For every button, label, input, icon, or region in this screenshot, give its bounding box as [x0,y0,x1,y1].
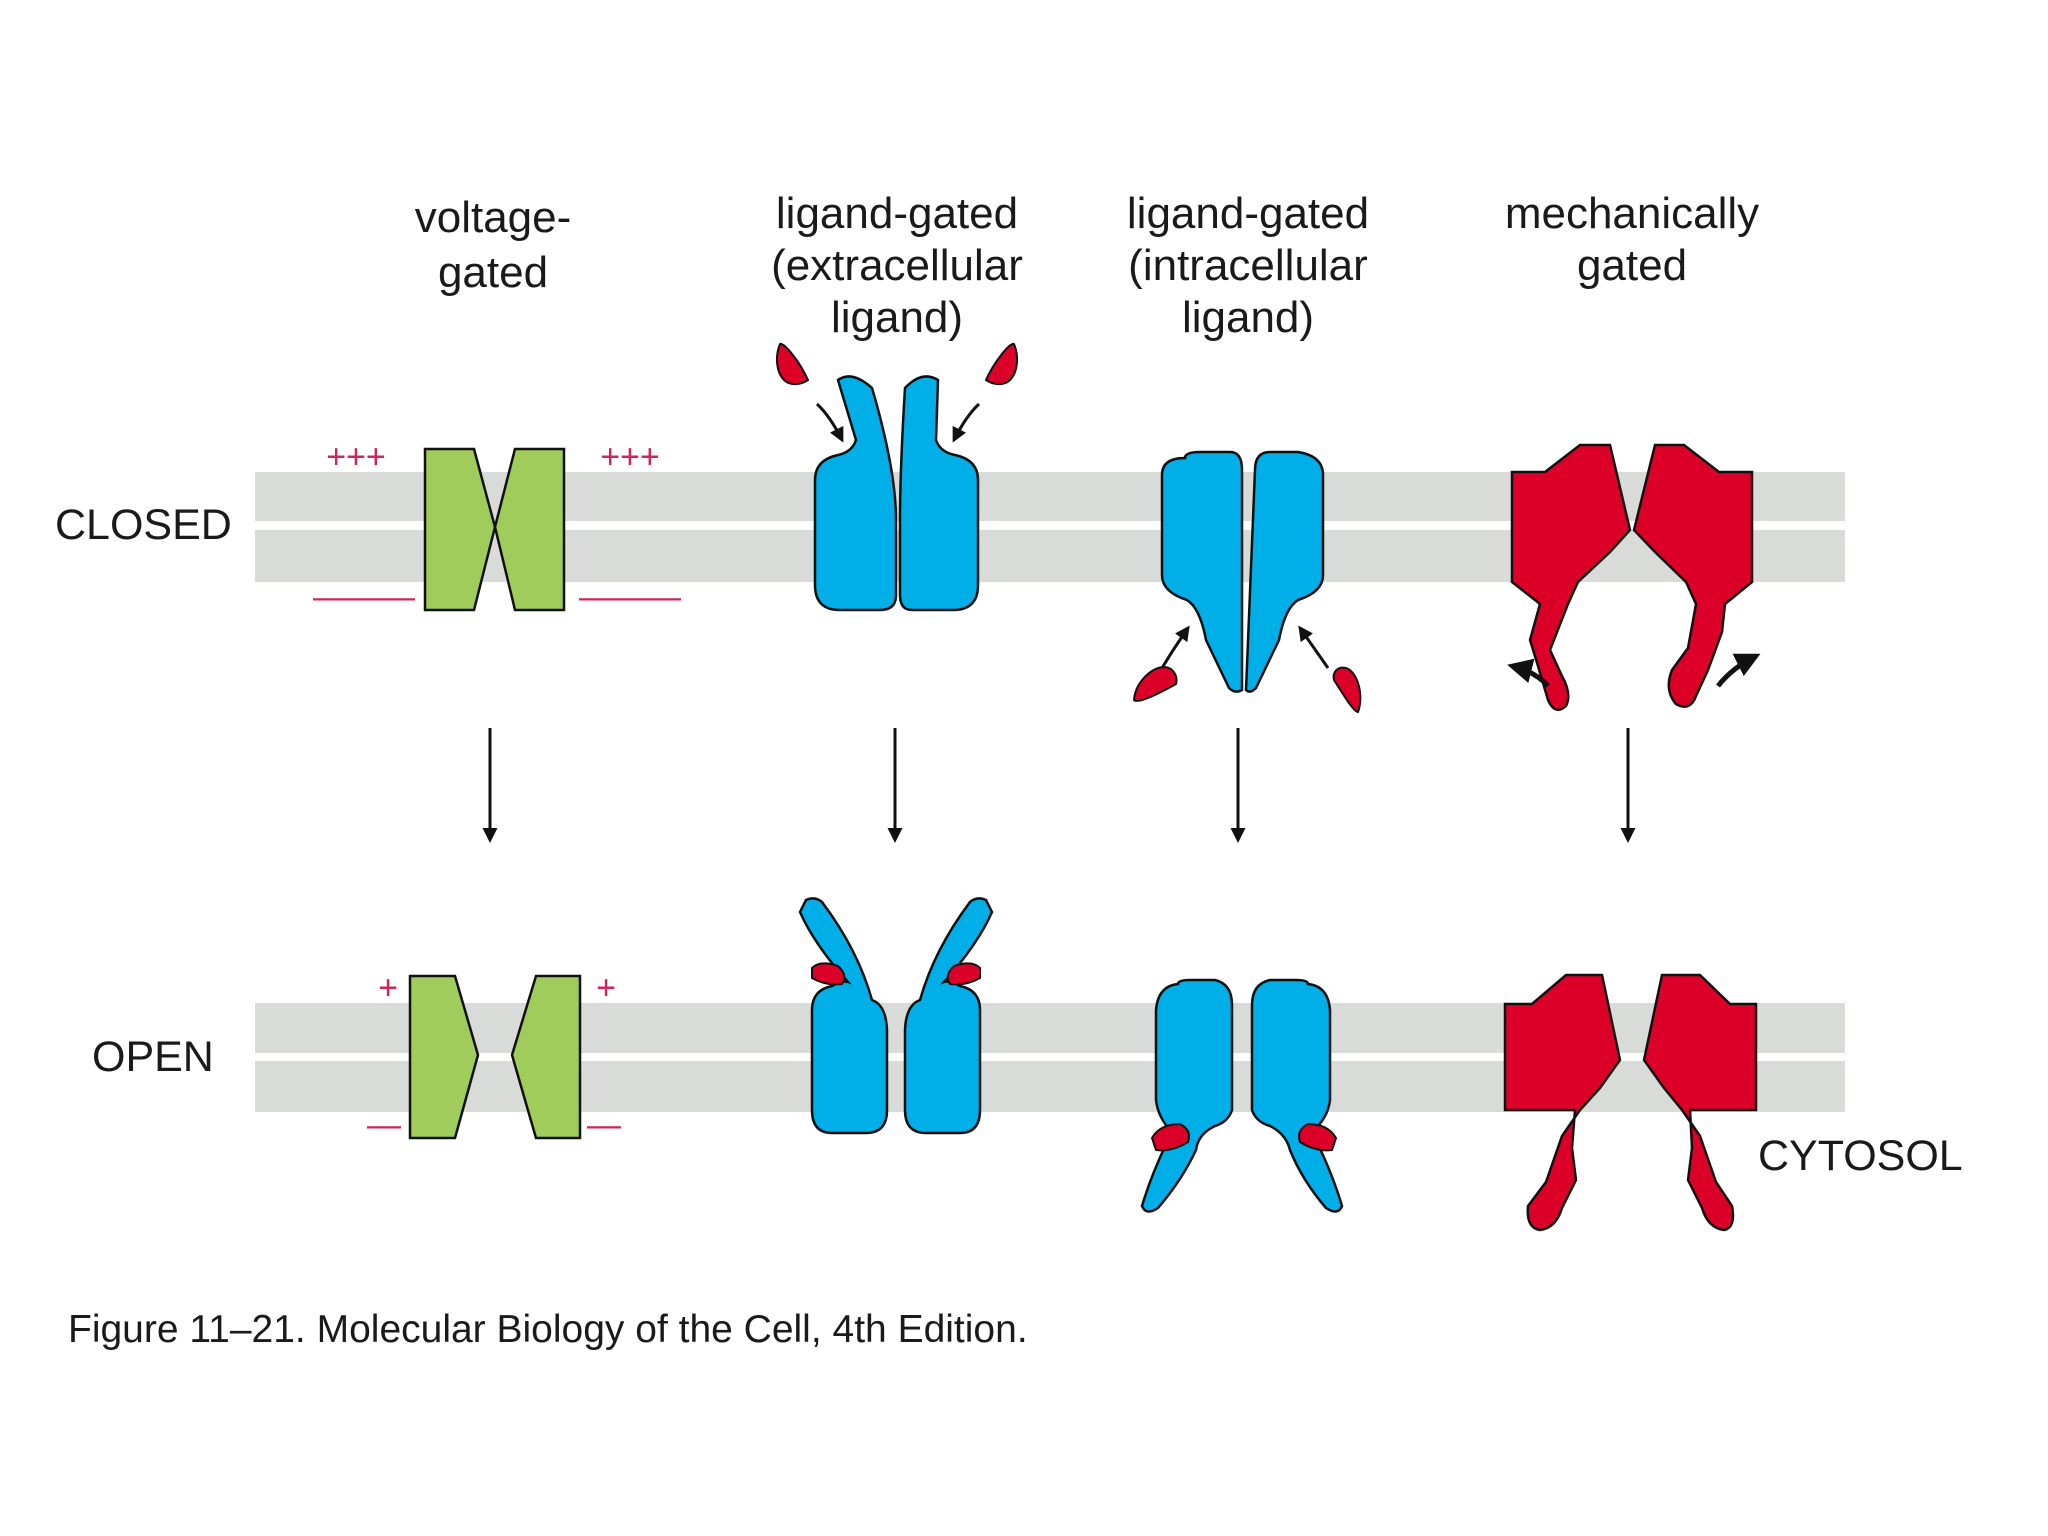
ligand-drop-icon [1332,666,1362,714]
row-label-closed: CLOSED [55,501,232,549]
channel-subunit-right [1250,978,1344,1213]
column-title-line: voltage- [415,193,572,242]
channel-subunit-right [493,447,566,612]
column-title-line: (intracellular [1128,241,1368,290]
ligand-drop-icon [1150,1122,1190,1152]
positive-charge: + [378,969,398,1007]
channel-subunit-right [1642,973,1758,1232]
voltage-gated-channel-open: + + — — [367,969,621,1144]
ligand-gated-intracellular-channel-open [1140,978,1344,1213]
column-title-line: gated [1577,241,1687,290]
column-title-line: ligand) [1182,293,1314,342]
channel-subunit-left [798,897,889,1135]
channel-subunit-right [510,974,582,1140]
cytosol-label: CYTOSOL [1758,1132,1963,1180]
curved-arrow-icon [1716,653,1761,688]
channel-subunit-right [898,375,980,612]
mechanically-gated-channel-open [1503,973,1758,1232]
positive-charge: + [596,969,616,1007]
negative-charges: ——— [579,578,681,616]
curved-arrow-icon [815,402,844,443]
ligand-drop-icon [1298,1122,1338,1152]
figure-caption: Figure 11–21. Molecular Biology of the C… [68,1308,1028,1351]
ligand-drop-icon [775,343,810,386]
channel-subunit-left [1160,450,1244,693]
column-title-ligand-intracellular: ligand-gated (intracellular ligand) [1127,189,1369,342]
channel-subunit-right [1244,450,1325,693]
ligand-gated-intracellular-channel-closed [1132,450,1362,714]
channel-subunit-left [1503,973,1622,1232]
column-title-line: gated [438,248,548,297]
mechanically-gated-channel-closed [1507,443,1761,712]
ligand-gated-extracellular-channel-open [798,897,994,1135]
ligand-drop-icon [946,962,981,986]
channel-subunit-left [408,974,480,1140]
column-title-line: mechanically [1505,189,1759,238]
negative-charge: — [367,1106,401,1144]
positive-charges: +++ [600,438,660,476]
ligand-gated-extracellular-channel-closed [775,343,1019,612]
negative-charge: — [587,1106,621,1144]
column-title-ligand-extracellular: ligand-gated (extracellular ligand) [771,189,1023,342]
ligand-drop-icon [984,343,1019,386]
ligand-drop-icon [811,962,846,986]
curved-arrow-icon [1298,625,1330,669]
channel-subunit-left [813,375,898,612]
curved-arrow-icon [1507,658,1550,688]
transition-arrows [482,728,1636,843]
column-title-line: ligand) [831,293,963,342]
column-title-voltage-gated: voltage- gated [415,193,572,297]
voltage-gated-channel-closed: +++ +++ ——— ——— [313,438,681,616]
channel-subunit-right [903,897,994,1135]
channel-subunit-right [1632,443,1754,708]
negative-charges: ——— [313,578,415,616]
positive-charges: +++ [326,438,386,476]
column-title-line: ligand-gated [776,189,1018,238]
row-label-open: OPEN [92,1033,214,1081]
curved-arrow-icon [952,402,981,443]
ligand-drop-icon [1132,665,1178,702]
column-title-line: ligand-gated [1127,189,1369,238]
column-title-mechanically-gated: mechanically gated [1505,189,1759,290]
channel-subunit-left [1140,978,1234,1213]
channel-subunit-left [423,447,497,612]
column-title-line: (extracellular [771,241,1023,290]
curved-arrow-icon [1160,625,1190,669]
channel-subunit-left [1510,443,1632,712]
